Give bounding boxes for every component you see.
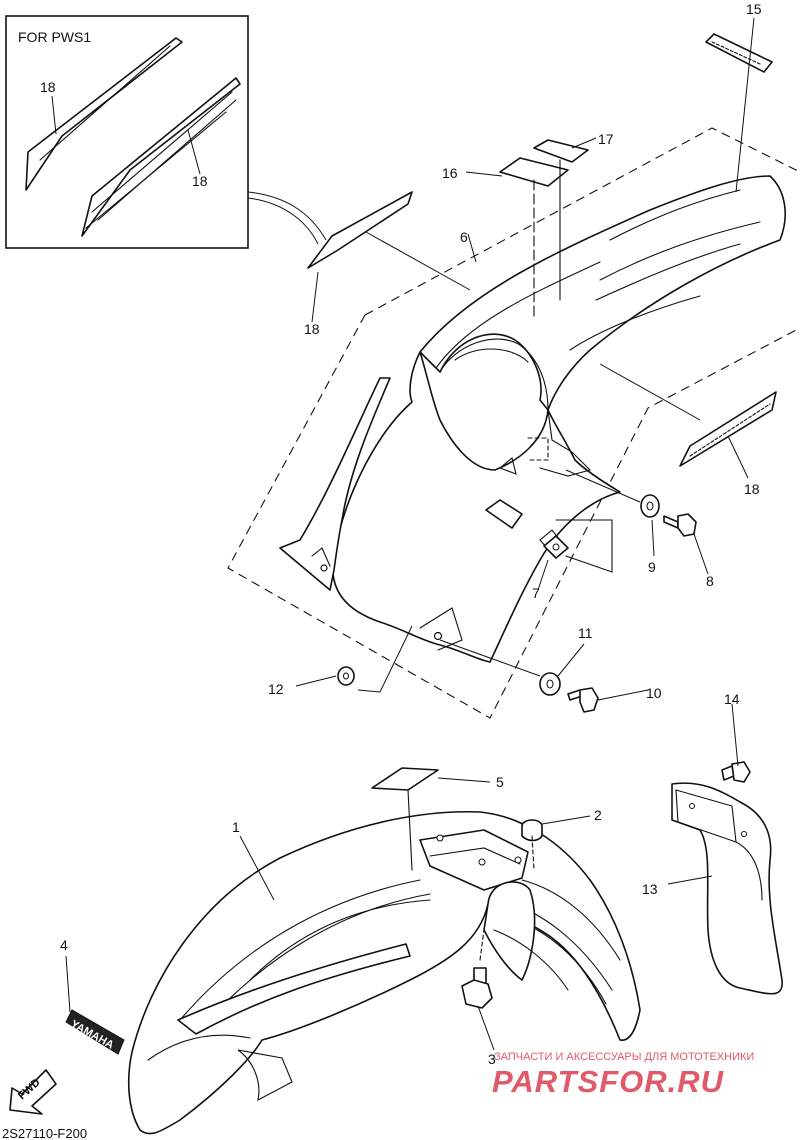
inset-title: FOR PWS1 (18, 29, 91, 45)
washer-11 (539, 672, 561, 696)
callout-6: 6 (460, 229, 468, 245)
callout-17: 17 (598, 131, 614, 147)
callout-8: 8 (706, 573, 714, 589)
callout-16: 16 (442, 165, 458, 181)
fork-guard (671, 782, 783, 995)
drawing-code: 2S27110-F200 (2, 1126, 87, 1140)
callout-15: 15 (746, 1, 762, 17)
inset-connector (247, 191, 327, 241)
decal-16 (499, 157, 569, 187)
decal-15 (705, 33, 773, 73)
decal-5 (371, 767, 439, 791)
callout-9: 9 (648, 559, 656, 575)
bolt-10 (567, 687, 599, 713)
side-decal-18 (307, 191, 413, 269)
leader-lines (51, 17, 755, 1051)
callout-5: 5 (496, 774, 504, 790)
callout-14: 14 (724, 691, 740, 707)
callout-1: 1 (232, 819, 240, 835)
callout-4: 4 (60, 937, 68, 953)
side-decal-18-right (679, 391, 777, 467)
inset-decal-lower (81, 77, 241, 237)
decal-17 (533, 139, 589, 163)
callout-7: 7 (532, 585, 540, 601)
fwd-arrow: FWD (9, 1069, 57, 1115)
callout-2: 2 (594, 807, 602, 823)
collar-12 (337, 666, 355, 686)
watermark-caption: ЗАПЧАСТИ И АКСЕССУАРЫ ДЛЯ МОТОТЕХНИКИ (494, 1051, 754, 1063)
bolt-3 (461, 929, 493, 1009)
rear-fender (279, 175, 786, 663)
grommet-2 (521, 819, 543, 871)
callout-18-right: 18 (744, 481, 760, 497)
screw-14 (721, 761, 751, 783)
callout-18-inset-bottom: 18 (192, 173, 208, 189)
callout-11: 11 (578, 625, 593, 641)
watermark-logo: PARTSFOR.RU (492, 1064, 725, 1099)
washer-9 (640, 494, 660, 518)
callout-10: 10 (646, 685, 662, 701)
callout-18-inset-top: 18 (40, 79, 56, 95)
inset-decal-upper (25, 37, 183, 191)
callouts: 1 2 3 4 5 6 7 8 9 10 11 12 13 14 15 16 1… (40, 1, 762, 1067)
callout-13: 13 (642, 881, 658, 897)
assembly-boundary-top (364, 127, 800, 316)
inset-box: FOR PWS1 (5, 15, 249, 249)
watermark: ЗАПЧАСТИ И АКСЕССУАРЫ ДЛЯ МОТОТЕХНИКИ PA… (492, 1051, 754, 1099)
front-fender (127, 810, 641, 1135)
assembly-boundary (227, 314, 800, 719)
callout-3: 3 (488, 1051, 496, 1067)
bolt-8 (663, 513, 697, 537)
yamaha-decal: YAMAHA (65, 1009, 125, 1055)
nut-7 (543, 535, 569, 559)
callout-18-left: 18 (304, 321, 320, 337)
callout-12: 12 (268, 681, 284, 697)
